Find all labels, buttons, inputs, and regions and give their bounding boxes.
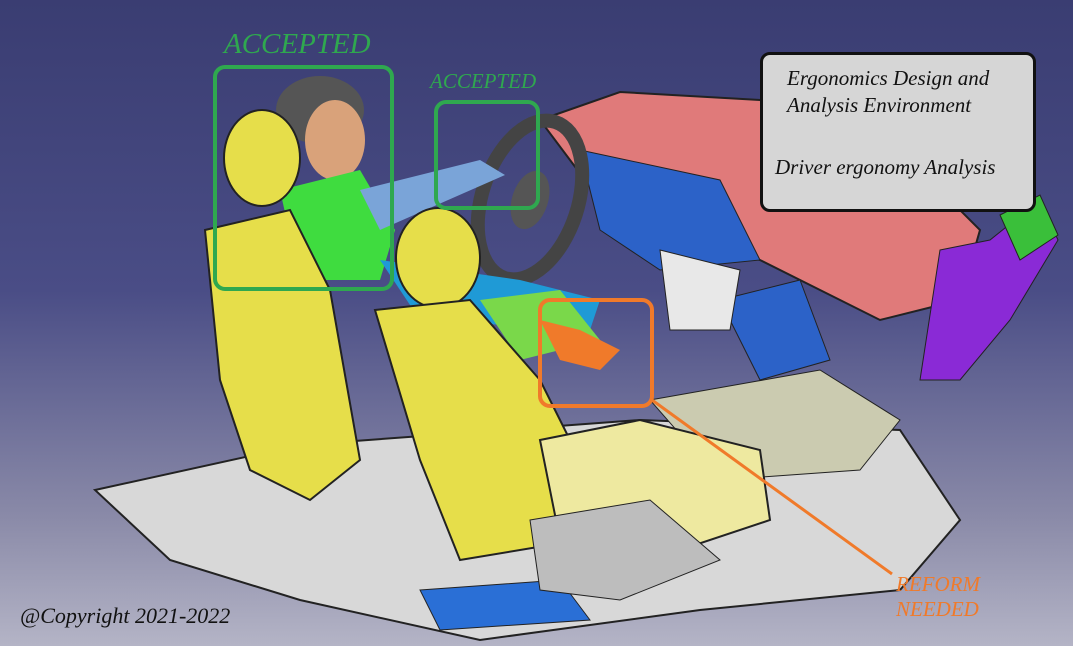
reform-leader-line xyxy=(651,398,893,576)
car-seat-icon xyxy=(203,109,362,502)
info-box-subtitle: Driver ergonomy Analysis xyxy=(775,155,996,179)
info-box-title: Ergonomics Design and Analysis Environme… xyxy=(787,66,990,117)
accepted-steering-box xyxy=(434,100,540,210)
car-seat-icon xyxy=(373,207,772,601)
reform-needed-label: REFORM NEEDED xyxy=(896,572,980,622)
accepted-label-steering: ACCEPTED xyxy=(430,69,537,93)
reform-line-1: REFORM xyxy=(896,572,980,596)
reform-pedal-box xyxy=(538,298,654,408)
accepted-label-driver: ACCEPTED xyxy=(224,28,371,60)
accepted-driver-box xyxy=(213,65,394,291)
reform-line-2: NEEDED xyxy=(896,597,979,621)
info-box: Ergonomics Design and Analysis Environme… xyxy=(760,52,1036,212)
copyright-text: @Copyright 2021-2022 xyxy=(20,603,231,628)
